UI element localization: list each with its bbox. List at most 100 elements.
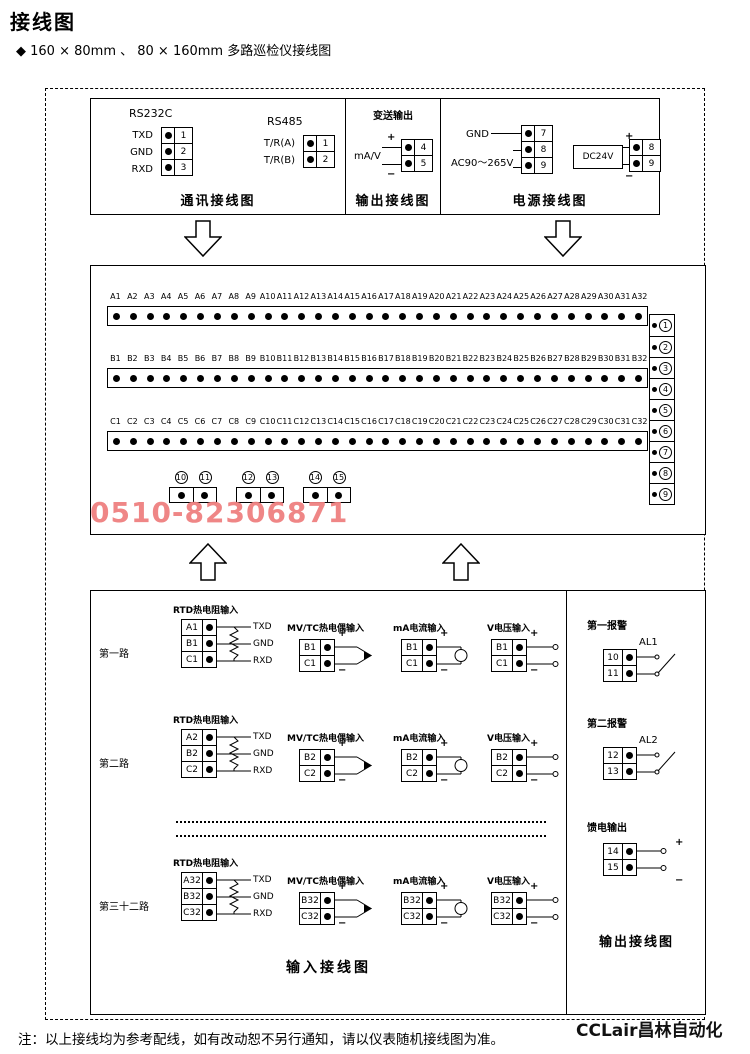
terminal-screw	[321, 640, 334, 655]
v-input-title: V电压输入	[487, 624, 530, 634]
terminal-label: B2	[182, 746, 203, 761]
terminal-label: A31	[614, 292, 631, 301]
plus-sign: +	[338, 738, 347, 749]
terminal-screw	[192, 438, 209, 445]
terminal-number: 15	[604, 860, 623, 875]
wire	[623, 147, 629, 148]
terminal-screw	[310, 375, 327, 382]
terminal-screw	[304, 152, 317, 167]
alarm1-title: 第一报警	[587, 621, 627, 632]
arrow-up-icon	[189, 543, 227, 581]
terminal-screw	[361, 313, 378, 320]
circled-number: 1	[659, 319, 672, 332]
terminal-screw	[361, 438, 378, 445]
transmit-output-box: 变送输出 mA/V + − 4 5 输出接线图	[345, 98, 441, 215]
thermocouple-symbol	[335, 646, 372, 665]
diamond-bullet-icon: ◆	[16, 44, 26, 59]
terminal-screw	[175, 438, 192, 445]
terminal-label: C12	[293, 417, 310, 426]
terminal-label: A4	[160, 292, 172, 301]
minus-sign: −	[440, 665, 449, 676]
terminal-screw	[411, 438, 428, 445]
terminal-label: B31	[614, 354, 631, 363]
terminal-screw	[226, 375, 243, 382]
terminal-screw	[630, 438, 647, 445]
terminal-screw	[423, 766, 436, 781]
terminal-label: A1	[110, 292, 121, 301]
terminal-strip-C	[107, 431, 648, 451]
ma-input-title: mA电流输入	[393, 624, 446, 634]
plus-sign: +	[625, 131, 634, 142]
power-gnd-label: GND	[466, 129, 489, 140]
rs485-title: RS485	[267, 115, 303, 128]
circled-number: 5	[659, 403, 672, 417]
gnd-label: GND	[130, 147, 153, 158]
rtd-wire-label: TXD	[253, 732, 272, 742]
input-box-caption: 输入接线图	[286, 960, 371, 976]
terminal-screw	[203, 652, 216, 667]
terminal-screw	[529, 375, 546, 382]
terminal-screw	[423, 893, 436, 908]
terminal-screw	[402, 156, 415, 171]
rtd-wire-label: GND	[253, 892, 274, 902]
plus-sign: +	[387, 132, 396, 143]
terminal-cell: B1	[401, 639, 437, 656]
terminal-screw	[512, 313, 529, 320]
terminal-screw	[209, 438, 226, 445]
terminal-cell: 10	[603, 649, 637, 666]
alarm1-terminal-block: 10 11	[603, 649, 637, 682]
terminal-screw	[513, 750, 526, 765]
plus-sign: +	[530, 628, 539, 639]
circled-number: 15	[332, 471, 346, 484]
terminal-cell: B2	[299, 749, 335, 766]
terminal-cell: B1	[181, 635, 217, 652]
section-divider	[566, 591, 567, 1014]
terminal-label: B6	[194, 354, 206, 363]
side-terminal: 8	[650, 462, 674, 483]
terminal-label: A32	[182, 873, 203, 888]
terminal-screw	[226, 313, 243, 320]
tc-terminal-block: B32 C32	[299, 892, 335, 925]
input-channel-row: 第二路 RTD热电阻输入 A2 B2 C2 TXD GND RXD MV/TC热…	[91, 713, 566, 808]
rtd-wire-label: RXD	[253, 656, 273, 666]
terminal-screw	[546, 438, 563, 445]
terminal-screw	[142, 375, 159, 382]
footer-note: 注：以上接线均为参考配线，如有改动恕不另行通知，请以仪表随机接线图为准。	[18, 1032, 504, 1048]
terminal-label: B30	[597, 354, 614, 363]
terminal-cell: C2	[401, 765, 437, 782]
terminal-label: A23	[479, 292, 496, 301]
terminal-cell: B2	[491, 749, 527, 766]
terminal-label: B10	[259, 354, 276, 363]
terminal-screw	[243, 313, 260, 320]
terminal-cell: 13	[603, 763, 637, 780]
terminal-strip	[303, 487, 351, 503]
terminal-number: 11	[604, 666, 623, 681]
terminal-screw	[394, 313, 411, 320]
dotted-separator	[176, 821, 546, 823]
terminal-screw	[630, 375, 647, 382]
terminal-screw	[326, 488, 351, 502]
alarm2-contact-symbol	[637, 751, 676, 775]
terminal-label: C20	[428, 417, 445, 426]
terminal-screw	[513, 893, 526, 908]
terminal-label: C1	[182, 652, 203, 667]
terminal-cell: C2	[299, 765, 335, 782]
rtd-wire-label: GND	[253, 749, 274, 759]
terminal-label: B27	[547, 354, 563, 363]
terminal-label: A1	[182, 620, 203, 635]
terminal-screw	[327, 313, 344, 320]
terminal-screw	[623, 860, 636, 875]
terminal-number: 8	[540, 144, 547, 155]
terminal-number: 9	[648, 158, 655, 169]
terminal-screw	[142, 313, 159, 320]
terminal-screw	[652, 407, 657, 413]
rtd-wire-label: GND	[253, 639, 274, 649]
terminal-label: C31	[614, 417, 631, 426]
terminal-label: B13	[310, 354, 327, 363]
terminal-screw	[243, 438, 260, 445]
terminal-screw	[411, 313, 428, 320]
terminal-label: B5	[177, 354, 189, 363]
